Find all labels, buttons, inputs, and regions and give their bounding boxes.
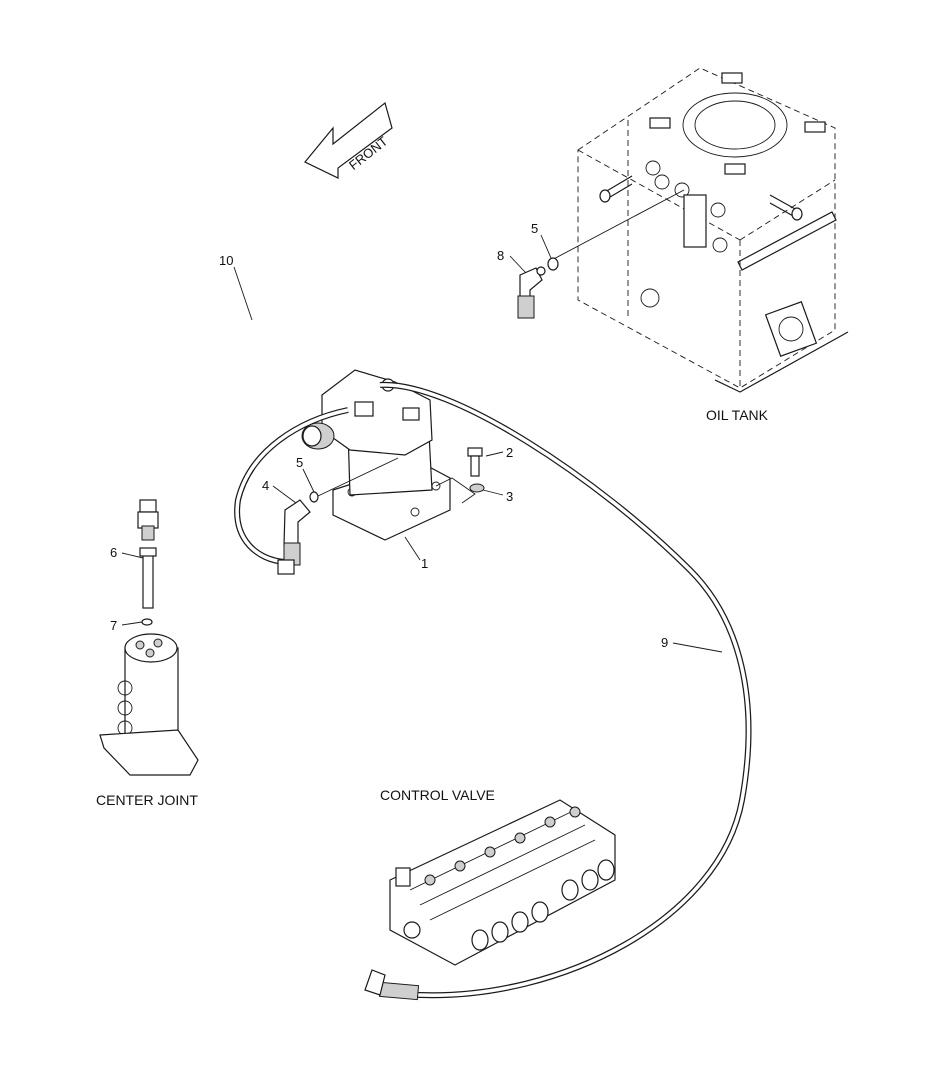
callout-7: 7 [110,618,117,633]
valve-top-fittings [424,806,581,886]
hose-9 [364,381,752,1001]
o-ring-5-pump [309,491,319,503]
callout-6: 6 [110,545,117,560]
bolt-2 [467,447,483,477]
callout-5-tank: 5 [531,221,538,236]
leader-tank-port [547,189,685,263]
control-valve-label: CONTROL VALVE [380,787,495,803]
center-joint [99,499,199,776]
callout-5-pump: 5 [296,455,303,470]
callout-8: 8 [497,248,504,263]
callout-9: 9 [661,635,668,650]
oil-tank-label: OIL TANK [706,407,769,423]
callout-3: 3 [506,489,513,504]
elbow-fitting-8 [517,266,546,319]
callout-2: 2 [506,445,513,460]
pump-port-leader [317,457,399,497]
pump-suction-hose [234,407,349,565]
callout-leaders [121,234,723,653]
valve-spool-caps [471,859,615,951]
pump-assembly-1 [301,369,451,541]
center-joint-label: CENTER JOINT [96,792,198,808]
callout-10: 10 [219,253,233,268]
callout-1: 1 [421,556,428,571]
washer-3 [469,483,485,493]
control-valve [389,799,616,966]
hose-10 [138,299,529,501]
oil-tank [577,67,849,393]
elbow-fitting-4 [277,499,311,575]
o-ring-5-tank [547,257,559,271]
front-arrow: FRONT [304,101,393,179]
bolt-leader [435,477,476,504]
callout-4: 4 [262,478,269,493]
